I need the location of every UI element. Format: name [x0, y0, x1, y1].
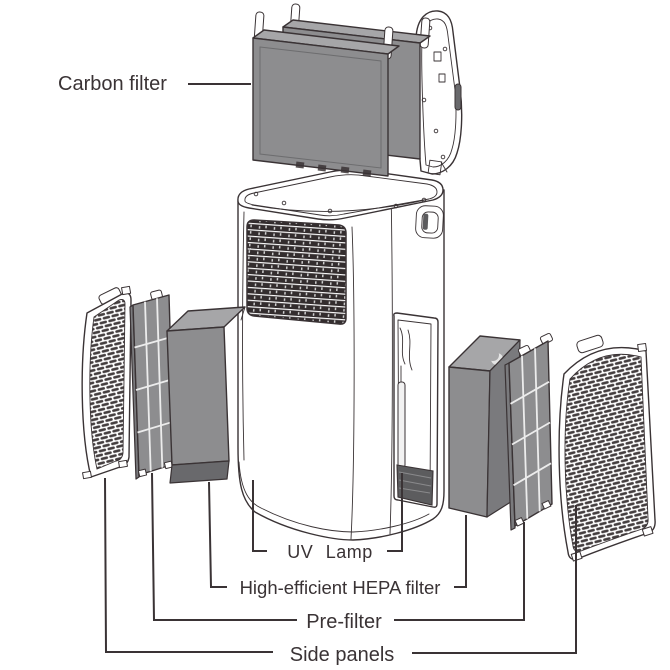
uv-tray-ribs — [398, 471, 432, 494]
label-pre-filter: Pre-filter — [306, 611, 382, 633]
left-hepa-bottom — [169, 460, 230, 484]
rim-screws — [253, 191, 427, 214]
left-side-panel-clip-bottom — [82, 470, 92, 480]
top-rim-inner — [244, 174, 438, 217]
hepa-leader-left — [208, 481, 227, 588]
lid-latch — [433, 51, 442, 62]
unit-base-inner-line — [238, 461, 430, 533]
right-side-panel-foot-2 — [641, 526, 654, 537]
left-hepa-filter — [166, 306, 246, 484]
uv-lamp — [397, 381, 406, 469]
left-hepa-face — [166, 326, 230, 466]
left-side-panel — [81, 285, 132, 480]
right-side-panel-handle — [576, 334, 604, 354]
side-panels-leader-left — [104, 477, 273, 653]
label-hepa-filter: High-efficient HEPA filter — [240, 577, 441, 598]
pre-filter-leader-right — [394, 522, 525, 621]
left-side-panel-mesh — [89, 299, 126, 470]
front-seam — [350, 226, 355, 540]
label-uv-lamp: UV Lamp — [287, 542, 373, 562]
right-pre-filter-foot-2 — [541, 500, 552, 510]
right-pre-filter-edge — [504, 362, 516, 531]
hepa-leader-right — [454, 515, 467, 588]
left-pre-filter-grid — [134, 298, 174, 472]
right-side-panel-mesh — [564, 353, 649, 552]
right-pre-filter-foot — [514, 517, 525, 527]
carbon-filter-inner-frame — [259, 46, 382, 169]
label-carbon-filter: Carbon filter — [58, 73, 167, 95]
unit-left-edge-line — [242, 211, 245, 461]
uv-cable-2 — [407, 329, 413, 371]
right-pre-filter-grid — [510, 348, 552, 519]
unit-body — [237, 169, 445, 541]
labels: Carbon filter UV Lamp High-efficient HEP… — [58, 73, 440, 666]
carbon-filter-bottom-clips — [295, 161, 372, 177]
uv-cable — [399, 327, 406, 365]
side-panels-leader-right — [412, 505, 577, 654]
uv-lamp-leader-left — [252, 480, 267, 552]
air-grille — [246, 219, 347, 325]
right-hepa-notch-mask — [487, 349, 499, 361]
right-side-panel-clip-top — [637, 342, 648, 353]
left-side-panel-clip-bottom-2 — [118, 459, 128, 469]
left-pre-filter-edge — [129, 304, 140, 480]
carbon-filter-front — [252, 11, 400, 177]
carbon-filter-face — [252, 37, 389, 177]
lid-side-grip — [454, 83, 462, 111]
handle-recess — [415, 205, 444, 239]
lid-screws — [421, 25, 448, 160]
leader-lines — [104, 83, 577, 654]
uv-tray — [396, 464, 434, 506]
right-side-panel — [558, 334, 656, 562]
lid-hinge — [427, 159, 448, 176]
top-rim-groove — [251, 199, 426, 212]
left-hepa-back-edge — [240, 306, 246, 321]
uv-lamp-leader-right — [387, 473, 403, 552]
top-rim-outer — [237, 169, 444, 221]
carbon-filter-rear-tab-2 — [419, 17, 431, 49]
lid-latch-2 — [438, 73, 446, 83]
pre-filter-leader-left — [151, 472, 297, 621]
left-hepa-top — [166, 306, 246, 332]
right-pre-filter — [504, 332, 553, 531]
right-hepa-left-face — [448, 366, 491, 518]
corner-seam — [389, 185, 393, 535]
left-side-panel-clip-top — [121, 285, 132, 296]
uv-compartment — [393, 312, 439, 508]
left-pre-filter-foot — [137, 468, 148, 478]
left-pre-filter — [129, 289, 175, 480]
lid-inner-line — [421, 18, 457, 168]
label-side-panels: Side panels — [290, 644, 395, 666]
